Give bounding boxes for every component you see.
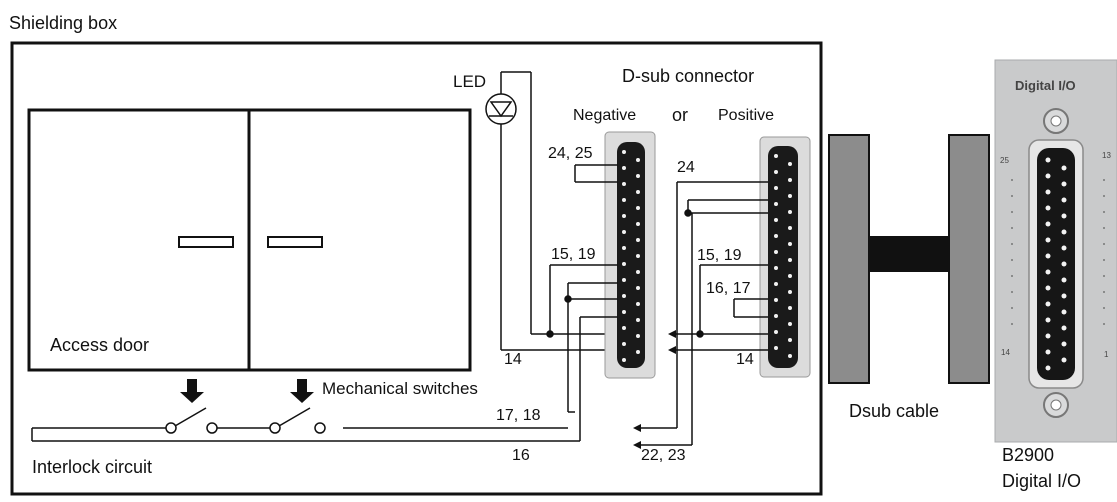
led-symbol [485, 71, 618, 351]
mechanical-switches-label: Mechanical switches [322, 379, 478, 398]
arrowheads [633, 330, 676, 449]
panel-pin-25-label: 25 [1000, 156, 1009, 165]
shielding-box [10, 41, 823, 496]
pin-label-pos-15-19: 15, 19 [697, 247, 742, 264]
pin-label-neg-16: 16 [512, 447, 530, 464]
switch-actuator-2 [290, 379, 314, 403]
negative-label: Negative [573, 107, 637, 124]
access-door-label: Access door [50, 335, 150, 355]
positive-label: Positive [718, 107, 775, 124]
led-label: LED [453, 72, 487, 91]
or-label: or [672, 105, 689, 125]
pin-label-pos-24: 24 [677, 159, 695, 176]
b2900-label: B2900 [1002, 445, 1055, 465]
dsub-cable-label: Dsub cable [849, 401, 940, 421]
switch-actuator-1 [180, 379, 204, 403]
door-handle-right [267, 236, 323, 248]
pin-label-pos-14: 14 [736, 351, 754, 368]
pin-label-neg-17-18: 17, 18 [496, 407, 541, 424]
dsub-connector-positive [759, 136, 811, 378]
dsub-connector-negative [604, 131, 656, 379]
interlock-circuit-label: Interlock circuit [32, 457, 153, 477]
pin-label-neg-14: 14 [504, 351, 522, 368]
panel-pin-1-label: 1 [1104, 350, 1109, 359]
access-door [27, 108, 472, 372]
pin-label-pos-16-17: 16, 17 [706, 280, 751, 297]
dsub-cable [828, 134, 990, 384]
pin-label-neg-24-25: 24, 25 [548, 145, 593, 162]
door-handle-left [178, 236, 234, 248]
panel-pin-13-label: 13 [1102, 151, 1111, 160]
panel-title: Digital I/O [1015, 78, 1076, 93]
pin-label-pos-22-23: 22, 23 [641, 447, 686, 464]
dsub-connector-label: D-sub connector [622, 66, 755, 86]
positive-wiring [640, 181, 768, 446]
shielding-box-label: Shielding box [9, 13, 118, 33]
negative-wiring [546, 164, 618, 441]
interlock-circuit-wiring [31, 407, 580, 442]
panel-pin-14-label: 14 [1001, 348, 1010, 357]
b2900-panel [994, 59, 1117, 443]
pin-label-neg-15-19: 15, 19 [551, 246, 596, 263]
digital-io-label: Digital I/O [1002, 471, 1082, 491]
